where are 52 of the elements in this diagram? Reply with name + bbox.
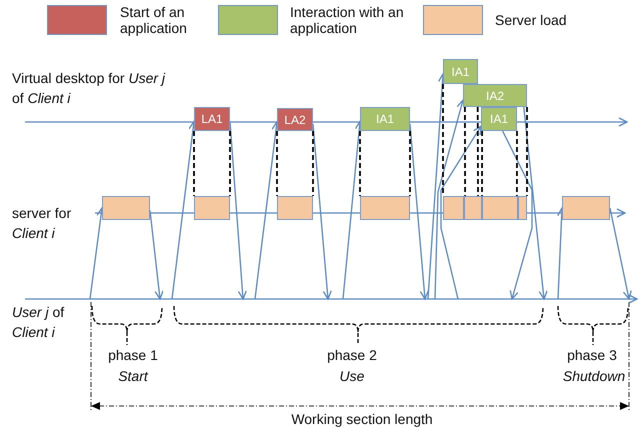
row-label: Virtual desktop for User j of Client i <box>12 69 166 108</box>
dashed-connector <box>359 131 361 196</box>
load-box <box>518 196 527 220</box>
load-box <box>360 196 410 220</box>
timeline-arrow <box>25 294 638 304</box>
dashed-connector <box>312 131 314 196</box>
application-box <box>443 59 478 84</box>
phase-label: phase 2 <box>326 346 378 365</box>
load-box <box>443 196 464 220</box>
box-label: IA2 <box>486 90 504 102</box>
dashed-connector <box>476 107 479 196</box>
row-label: server for Client i <box>12 204 72 243</box>
dashed-connector <box>229 131 231 196</box>
box-label: LA1 <box>201 113 223 125</box>
arrow <box>440 126 482 300</box>
arrow <box>609 208 632 300</box>
load-box <box>277 196 313 220</box>
application-box <box>360 107 410 131</box>
dimension-label: Working section length <box>290 410 434 429</box>
application-box <box>463 84 527 107</box>
load-box <box>194 196 230 220</box>
phase-name: Start <box>117 367 150 386</box>
box-label: IA1 <box>490 113 508 125</box>
box-label: IA1 <box>451 66 470 78</box>
arrow <box>434 99 466 300</box>
dashed-connector <box>409 131 411 196</box>
box-label: IA1 <box>376 113 394 125</box>
arrow <box>523 106 548 300</box>
dashed-connector <box>526 107 528 196</box>
dashed-connector <box>464 107 466 196</box>
arrow <box>502 130 533 300</box>
row-label: User j of Client i <box>12 303 66 342</box>
load-box <box>482 196 518 220</box>
load-box <box>464 196 482 220</box>
load-box <box>102 196 150 220</box>
application-box <box>194 107 230 131</box>
phase-name: Shutdown <box>562 367 626 386</box>
box-label: LA2 <box>284 114 306 126</box>
legend-label: Server load <box>495 11 568 30</box>
dashed-connector <box>516 131 518 196</box>
legend-label: Interaction with an application <box>290 4 405 36</box>
phase-label: phase 1 <box>107 346 159 365</box>
dashed-connector <box>481 131 483 196</box>
dashed-connector <box>442 84 444 196</box>
legend-label: Start of an application <box>120 4 188 36</box>
dashed-connector <box>193 131 195 196</box>
phase-name: Use <box>338 367 366 386</box>
application-box <box>277 108 313 131</box>
application-box <box>481 107 517 131</box>
dashed-connector <box>276 131 278 196</box>
phase-label: phase 3 <box>566 346 618 365</box>
load-box <box>562 196 610 220</box>
